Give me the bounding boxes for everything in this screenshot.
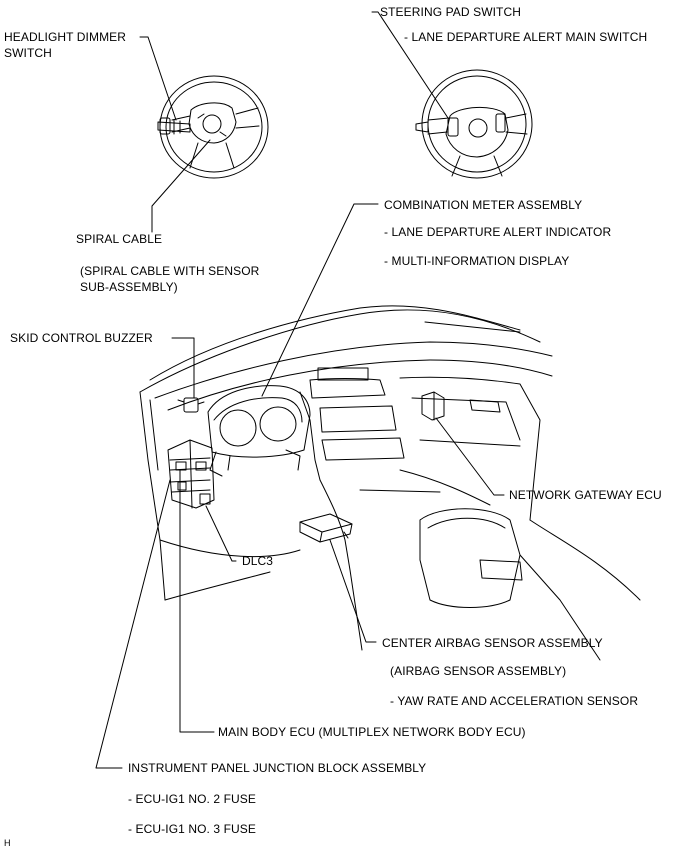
combination-meter-drawing	[207, 385, 311, 477]
left-steering-wheel-drawing	[157, 75, 269, 179]
headlight-dimmer-switch-label: HEADLIGHT DIMMER	[4, 30, 127, 44]
airbag-sensor-sub-label: (AIRBAG SENSOR ASSEMBLY)	[390, 664, 567, 678]
spiral-cable-sub-label: (SPIRAL CABLE WITH SENSOR	[80, 264, 260, 278]
leader-spiral-cable	[151, 139, 211, 233]
spiral-cable-label: SPIRAL CABLE	[76, 232, 163, 246]
leader-lines	[95, 11, 505, 769]
yaw-rate-sensor-label: - YAW RATE AND ACCELERATION SENSOR	[390, 694, 639, 708]
network-gateway-ecu-drawing	[421, 391, 445, 421]
dlc3-drawing	[199, 493, 211, 505]
instrument-panel-junction-block-label: INSTRUMENT PANEL JUNCTION BLOCK ASSEMBLY	[128, 761, 427, 775]
lane-departure-main-switch-label: - LANE DEPARTURE ALERT MAIN SWITCH	[404, 30, 648, 44]
multi-info-display-label: - MULTI-INFORMATION DISPLAY	[384, 254, 570, 268]
leader-headlight-dimmer	[139, 36, 177, 121]
center-airbag-sensor-label: CENTER AIRBAG SENSOR ASSEMBLY	[382, 636, 603, 650]
ecu-ig1-no3-fuse-label: - ECU-IG1 NO. 3 FUSE	[128, 822, 257, 836]
leader-dlc3	[205, 505, 237, 562]
leader-junction-block	[95, 479, 171, 769]
junction-block-drawing	[167, 439, 215, 509]
leader-main-body-ecu	[179, 469, 215, 733]
steering-pad-switch-label: STEERING PAD SWITCH	[380, 5, 522, 19]
dashboard-drawing	[139, 305, 641, 661]
corner-mark: H	[4, 838, 11, 848]
center-airbag-sensor-drawing	[299, 513, 353, 543]
right-steering-wheel-drawing	[415, 69, 533, 179]
skid-control-buzzer-label: SKID CONTROL BUZZER	[10, 331, 153, 345]
leader-steering-pad	[371, 11, 449, 119]
main-body-ecu-label: MAIN BODY ECU (MULTIPLEX NETWORK BODY EC…	[218, 725, 526, 739]
combination-meter-label: COMBINATION METER ASSEMBLY	[384, 198, 583, 212]
ecu-ig1-no2-fuse-label: - ECU-IG1 NO. 2 FUSE	[128, 792, 257, 806]
dlc3-label: DLC3	[242, 554, 274, 568]
leader-center-airbag	[329, 539, 377, 643]
spiral-cable-sub-label-line2: SUB-ASSEMBLY)	[80, 280, 178, 294]
skid-control-buzzer-drawing	[177, 397, 205, 413]
leader-skid-buzzer	[171, 337, 195, 399]
leader-network-gateway	[435, 417, 505, 496]
network-gateway-ecu-label: NETWORK GATEWAY ECU	[509, 488, 662, 502]
leader-combination-meter	[261, 203, 379, 397]
headlight-dimmer-switch-label-line2: SWITCH	[4, 46, 52, 60]
lane-departure-indicator-label: - LANE DEPARTURE ALERT INDICATOR	[384, 225, 612, 239]
